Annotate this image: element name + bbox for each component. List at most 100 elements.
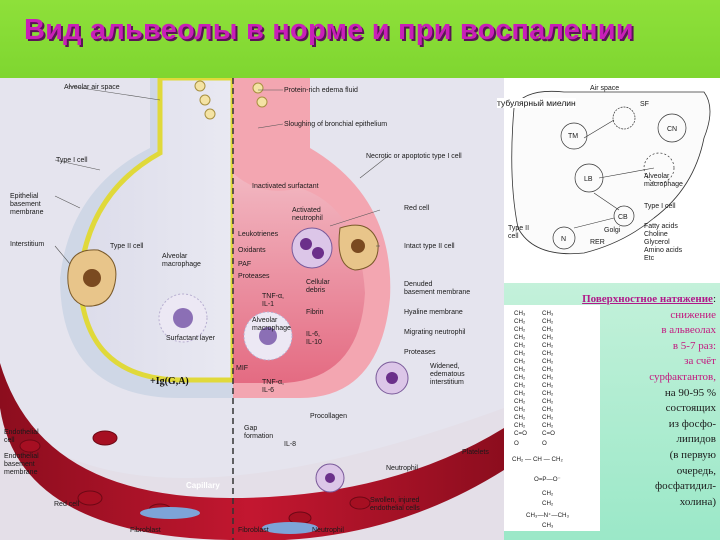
label-procollagen: Procollagen: [310, 413, 347, 420]
label-activated-2: neutrophil: [292, 215, 323, 222]
label-widened-2: edematous: [430, 371, 465, 378]
label-cellular-debris-2: debris: [306, 287, 326, 294]
label-alv-macro-1: Alveolar: [162, 253, 188, 260]
label-fibrin: Fibrin: [306, 309, 324, 316]
surfactant-cycle-svg: Air space SF TM CN LB Alveolar macrophag…: [508, 85, 711, 262]
surfactant-line: сурфактантов,: [649, 370, 716, 383]
sf-body: [612, 106, 636, 130]
neutrophil-capillary: [315, 463, 345, 493]
label-swollen-2: endothelial cells: [370, 505, 420, 512]
chain-left-15: C=O: [514, 430, 527, 437]
bronchial-epithelium: [194, 80, 268, 120]
label-tm: TM: [568, 133, 578, 140]
cn-body: [657, 113, 687, 143]
surfactant-heading: Поверхностное натяжение: [582, 293, 713, 305]
label-tnf-il1-2: IL-1: [262, 301, 274, 308]
label-il8: IL-8: [284, 441, 296, 448]
chain-left-8: CH₂: [514, 374, 526, 381]
label-alveolar-air-space: Alveolar air space: [64, 84, 120, 91]
label-red-cell-left: Red cell: [54, 501, 80, 508]
chain-right-8: CH₂: [542, 374, 554, 381]
label-red-cell-right: Red cell: [404, 205, 430, 212]
label-epithelial-1: Epithelial: [10, 193, 39, 200]
alveolus-svg: Alveolar air space Protein-rich edema fl…: [0, 75, 504, 541]
capillary: [0, 363, 504, 541]
type-ii-cell: [67, 249, 117, 307]
surfactant-line: снижение: [670, 308, 716, 321]
surfactant-line: на 90-95 %: [664, 386, 716, 399]
formula-amine2: CH₃: [542, 522, 554, 529]
label-denuded-1: Denuded: [404, 281, 433, 288]
label-interstitium: Interstitium: [10, 241, 44, 248]
chain-left-14: CH₂: [514, 422, 526, 429]
label-sloughing: Sloughing of bronchial epithelium: [284, 121, 387, 128]
chain-right-7: CH₂: [542, 366, 554, 373]
cb-body: [613, 205, 635, 227]
label-platelets: Platelets: [462, 449, 489, 456]
chain-right-4: CH₂: [542, 342, 554, 349]
arrows: [573, 119, 655, 229]
label-denuded-2: basement membrane: [404, 289, 470, 296]
label-macro-1: Alveolar: [644, 173, 670, 180]
chain-right-10: CH₂: [542, 390, 554, 397]
chain-right-0: CH₃: [542, 310, 554, 317]
surfactant-line: в альвеолах: [661, 324, 716, 337]
label-tnf-il6-1: TNF-α,: [262, 379, 284, 386]
label-il6-il10-1: IL-6,: [306, 331, 320, 338]
formula-backbone: CH₂ — CH — CH₂: [512, 456, 563, 463]
chain-left-11: CH₂: [514, 398, 526, 405]
label-nutrient-1: Choline: [644, 231, 668, 238]
surfactant-line: фосфатидил-: [655, 480, 716, 493]
label-neutrophil: Neutrophil: [386, 465, 418, 472]
label-sf: SF: [640, 101, 649, 108]
formula-phosphate: O=P—O⁻: [534, 476, 561, 483]
intact-type-ii-cell: [338, 224, 379, 271]
fibroblast: [262, 522, 318, 534]
label-alv-macro-2: macrophage: [162, 261, 201, 268]
chain-left-9: CH₂: [514, 382, 526, 389]
chain-right-13: CH₂: [542, 414, 554, 421]
label-mif: MIF: [236, 365, 248, 372]
label-epithelial-3: membrane: [10, 209, 44, 216]
label-leukotrienes: Leukotrienes: [238, 231, 279, 238]
label-oxidants: Oxidants: [238, 247, 266, 254]
slide-title: Вид альвеолы в норме и при воспалении: [24, 14, 634, 46]
chain-right-6: CH₂: [542, 358, 554, 365]
chain-left-10: CH₂: [514, 390, 526, 397]
label-tnf-il1-1: TNF-α,: [262, 293, 284, 300]
label-proteases2: Proteases: [404, 349, 436, 356]
formula-amine: CH₃—N⁺—CH₃: [526, 512, 570, 519]
label-widened-1: Widened,: [430, 363, 460, 370]
label-air-space: Air space: [590, 85, 619, 92]
chain-left-5: CH₂: [514, 350, 526, 357]
label-rer: RER: [590, 239, 605, 246]
chain-right-5: CH₂: [542, 350, 554, 357]
ig-label: +Ig(G,A): [150, 376, 189, 387]
label-nutrient-2: Glycerol: [644, 239, 670, 246]
n-body: [552, 226, 576, 250]
label-fibroblast-left: Fibroblast: [130, 527, 161, 534]
chain-left-2: CH₂: [514, 326, 526, 333]
surfactant-text: Поверхностное натяжение: снижение в альв…: [526, 292, 716, 510]
label-golgi: Golgi: [604, 227, 621, 234]
label-type1-cell: Type I cell: [56, 157, 88, 164]
label-endo-bm-2: basement: [4, 461, 35, 468]
chain-right-3: CH₂: [542, 334, 554, 341]
surfactant-line: очередь,: [676, 464, 716, 477]
chain-left-16: O: [514, 440, 519, 447]
chain-right-11: CH₂: [542, 398, 554, 405]
labels: [54, 85, 389, 265]
fibroblast: [140, 507, 200, 519]
lb-body: [574, 163, 604, 193]
migrating-neutrophil: [375, 361, 409, 395]
label-intact-type2: Intact type II cell: [404, 243, 455, 250]
red-cell: [77, 490, 103, 506]
chain-left-7: CH₂: [514, 366, 526, 373]
chain-right-12: CH₂: [542, 406, 554, 413]
label-macro-2: macrophage: [644, 181, 683, 188]
surfactant-line: состоящих: [665, 402, 716, 415]
label-cb: CB: [618, 214, 628, 221]
chain-right-14: CH₂: [542, 422, 554, 429]
label-type2-2: cell: [508, 233, 519, 240]
label-swollen-1: Swollen, injured: [370, 497, 420, 504]
